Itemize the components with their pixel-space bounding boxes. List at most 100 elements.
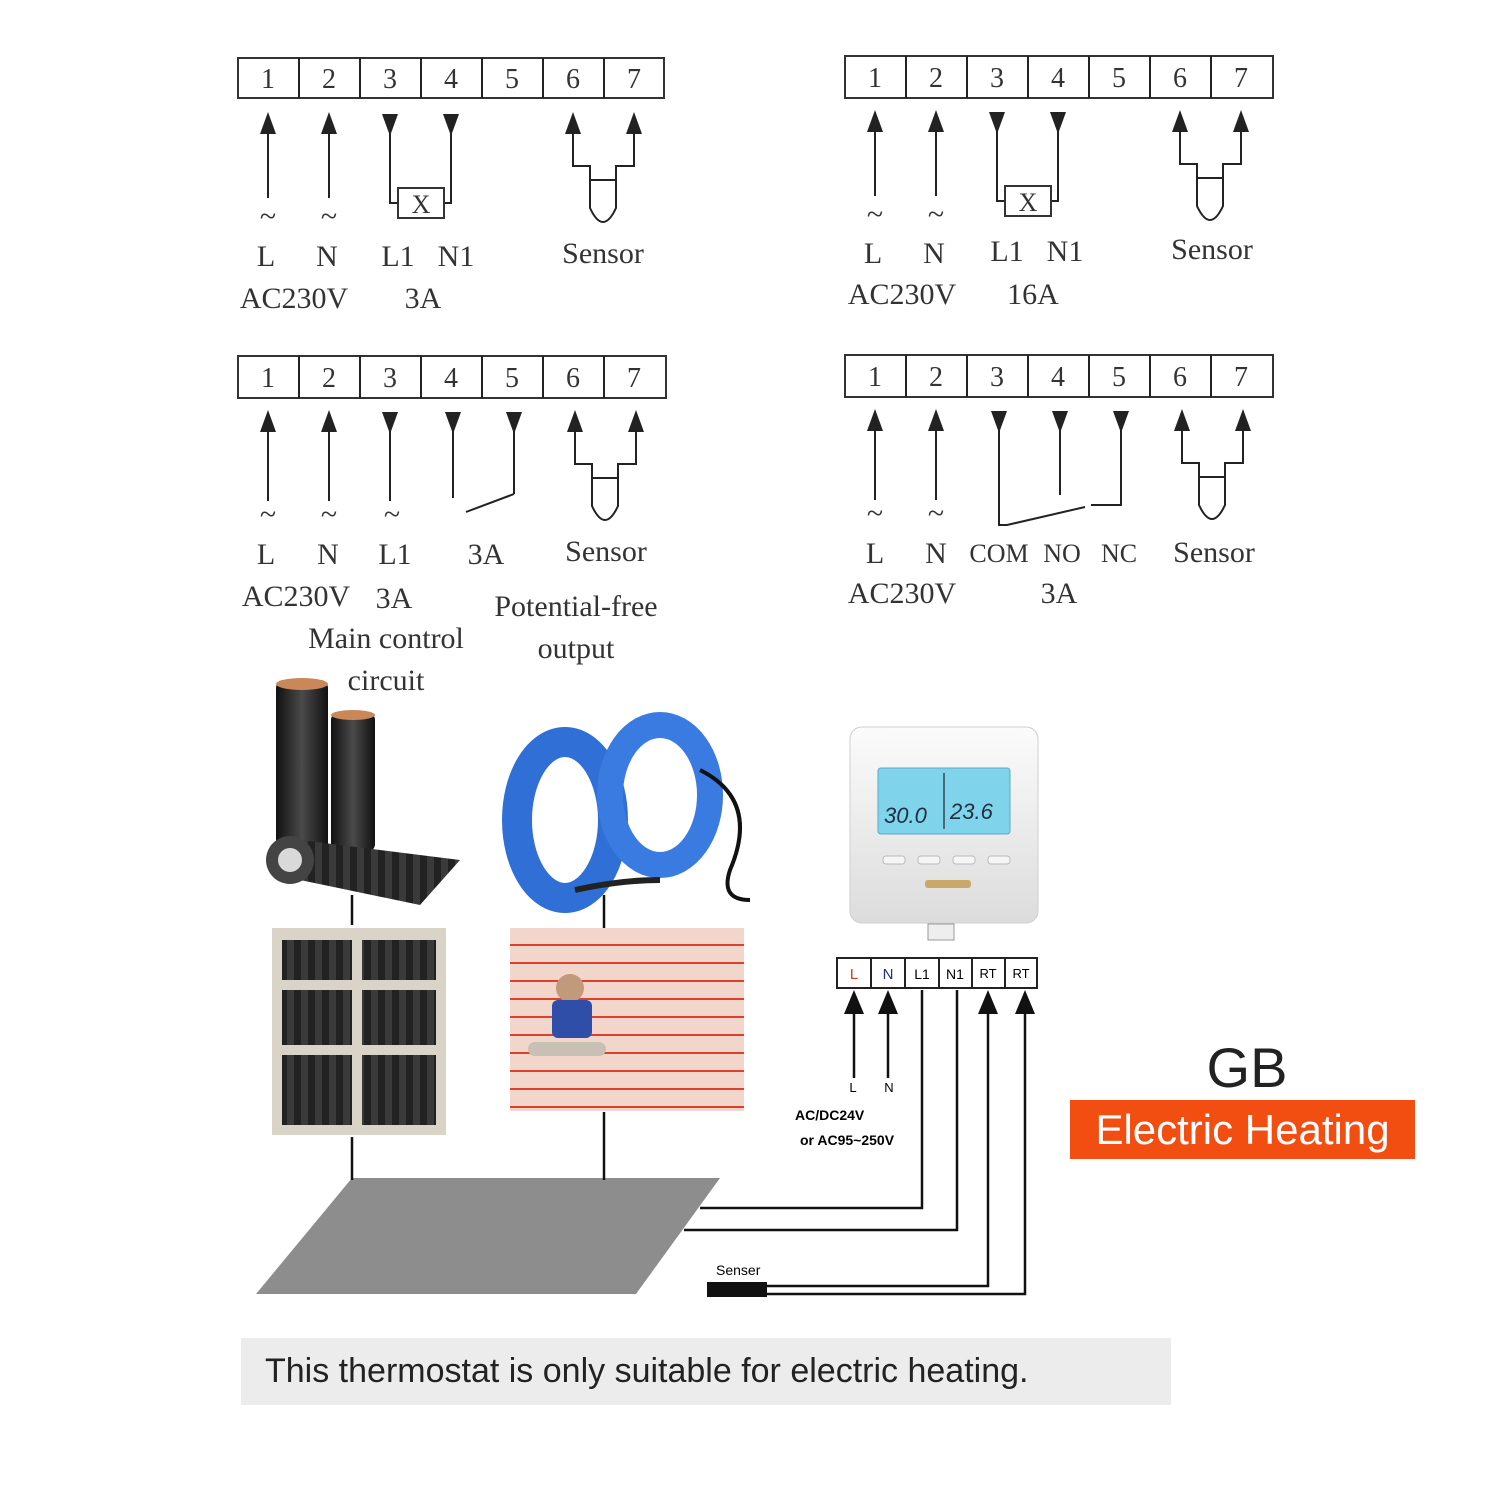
label-sensor: Sensor bbox=[1173, 536, 1255, 569]
power-spec-2: or AC95~250V bbox=[800, 1132, 895, 1148]
terminal-6: 6 bbox=[1173, 362, 1187, 393]
terminal-2: 2 bbox=[929, 362, 943, 393]
floor-sensor-label: Senser bbox=[716, 1262, 761, 1278]
label-current: 3A bbox=[1041, 577, 1078, 610]
relay-box bbox=[397, 187, 445, 219]
ac-wave-icon: ~ bbox=[260, 498, 276, 531]
label-sensor: Sensor bbox=[565, 535, 647, 568]
relay-label: X bbox=[1019, 188, 1038, 217]
terminal-1: 1 bbox=[261, 64, 275, 95]
terminal-6: 6 bbox=[566, 64, 580, 95]
up-arrow-icon bbox=[260, 112, 276, 134]
cable-floor-photo bbox=[510, 928, 744, 1111]
terminal-l1: L1 bbox=[914, 966, 930, 982]
label-l: L bbox=[257, 240, 275, 273]
wiring-diagram-4: 1 2 3 4 5 6 7 ~ ~ L N COM NO NC Sensor A… bbox=[844, 354, 1274, 610]
terminal-3: 3 bbox=[990, 362, 1004, 393]
ac-wave-icon: ~ bbox=[384, 498, 400, 531]
terminal-4: 4 bbox=[444, 64, 458, 95]
terminal-rt-1: RT bbox=[979, 966, 996, 981]
terminal-block: 1 2 3 4 5 6 7 bbox=[844, 354, 1274, 398]
label-l: L bbox=[864, 237, 882, 270]
ac-wave-icon: ~ bbox=[867, 497, 883, 530]
label-l: L bbox=[257, 538, 275, 571]
terminal-4: 4 bbox=[444, 363, 458, 394]
label-main-control-2: circuit bbox=[348, 664, 425, 697]
menu-button[interactable] bbox=[882, 855, 906, 865]
label-voltage: AC230V bbox=[848, 577, 957, 610]
wiring-diagram-1: 1 2 3 4 5 6 7 ~ ~ X L N L1 N1 Sensor AC2… bbox=[237, 57, 665, 315]
potential-free-switch bbox=[452, 416, 515, 513]
label-free-current: 3A bbox=[468, 538, 505, 571]
ac-wave-icon: ~ bbox=[321, 498, 337, 531]
up-arrow-icon bbox=[1233, 110, 1249, 132]
up-arrow-icon bbox=[565, 112, 581, 134]
l1-wire bbox=[700, 990, 924, 1210]
up-button[interactable] bbox=[917, 855, 941, 865]
terminal-3: 3 bbox=[383, 363, 397, 394]
floor-sensor bbox=[707, 1282, 767, 1297]
terminal-5: 5 bbox=[1112, 63, 1126, 94]
up-arrow-icon bbox=[1235, 409, 1251, 431]
sensor-wires bbox=[572, 130, 635, 180]
sensor-wire-1 bbox=[767, 1012, 990, 1288]
up-arrow-icon bbox=[928, 110, 944, 132]
label-n: N bbox=[317, 538, 339, 571]
terminal-block: 1 2 3 4 5 6 7 bbox=[237, 57, 665, 99]
label-l1: L1 bbox=[990, 235, 1023, 268]
relay-box bbox=[1004, 185, 1052, 217]
down-button[interactable] bbox=[952, 855, 976, 865]
footer-note: This thermostat is only suitable for ele… bbox=[241, 1338, 1171, 1405]
terminal-n1: N1 bbox=[946, 966, 964, 982]
label-nc: NC bbox=[1101, 539, 1137, 568]
terminal-2: 2 bbox=[322, 363, 336, 394]
com-no-nc-switch bbox=[998, 415, 1122, 526]
film-floor-photo bbox=[272, 928, 446, 1135]
lcd-setpoint: 30.0 bbox=[884, 803, 928, 828]
label-current: 16A bbox=[1007, 278, 1059, 311]
up-arrow-icon bbox=[1015, 990, 1035, 1014]
up-arrow-icon bbox=[978, 990, 998, 1014]
heating-floor bbox=[256, 1178, 720, 1294]
terminal-5: 5 bbox=[1112, 362, 1126, 393]
sensor-probe-icon bbox=[591, 477, 619, 521]
up-arrow-icon bbox=[844, 990, 864, 1014]
sensor-probe-icon bbox=[589, 179, 617, 223]
relay-wires bbox=[389, 118, 452, 204]
electric-heating-badge: Electric Heating bbox=[1070, 1100, 1415, 1159]
terminal-5: 5 bbox=[505, 64, 519, 95]
up-arrow-icon bbox=[928, 409, 944, 431]
terminal-rt-2: RT bbox=[1012, 966, 1029, 981]
terminal-7: 7 bbox=[627, 363, 641, 394]
lcd-temperature: 23.6 bbox=[949, 799, 994, 824]
terminal-7: 7 bbox=[627, 64, 641, 95]
up-arrow-icon bbox=[626, 112, 642, 134]
label-l1: L1 bbox=[381, 240, 414, 273]
input-l: L bbox=[849, 1080, 856, 1095]
terminal-3: 3 bbox=[383, 64, 397, 95]
label-no: NO bbox=[1043, 539, 1081, 568]
label-potential-free-1: Potential-free bbox=[494, 590, 657, 623]
terminal-7: 7 bbox=[1234, 362, 1248, 393]
sensor-wire-2 bbox=[767, 1012, 1027, 1296]
up-arrow-icon bbox=[1174, 409, 1190, 431]
terminal-5: 5 bbox=[505, 363, 519, 394]
label-voltage: AC230V bbox=[240, 282, 349, 315]
connector bbox=[927, 923, 955, 941]
heating-film-rolls-image bbox=[266, 678, 460, 905]
terminal-6: 6 bbox=[1173, 63, 1187, 94]
ac-wave-icon: ~ bbox=[260, 200, 276, 233]
label-l1-current: 3A bbox=[376, 582, 413, 615]
label-current: 3A bbox=[405, 282, 442, 315]
wiring-diagram-3: 1 2 3 4 5 6 7 ~ ~ ~ L N L1 3A Sensor AC2… bbox=[237, 355, 667, 697]
label-com: COM bbox=[969, 539, 1028, 568]
up-arrow-icon bbox=[321, 410, 337, 432]
power-button[interactable] bbox=[987, 855, 1011, 865]
terminal-l: L bbox=[850, 966, 858, 983]
input-n: N bbox=[884, 1080, 893, 1095]
label-n: N bbox=[923, 237, 945, 270]
up-arrow-icon bbox=[867, 409, 883, 431]
up-arrow-icon bbox=[867, 110, 883, 132]
terminal-1: 1 bbox=[868, 362, 882, 393]
